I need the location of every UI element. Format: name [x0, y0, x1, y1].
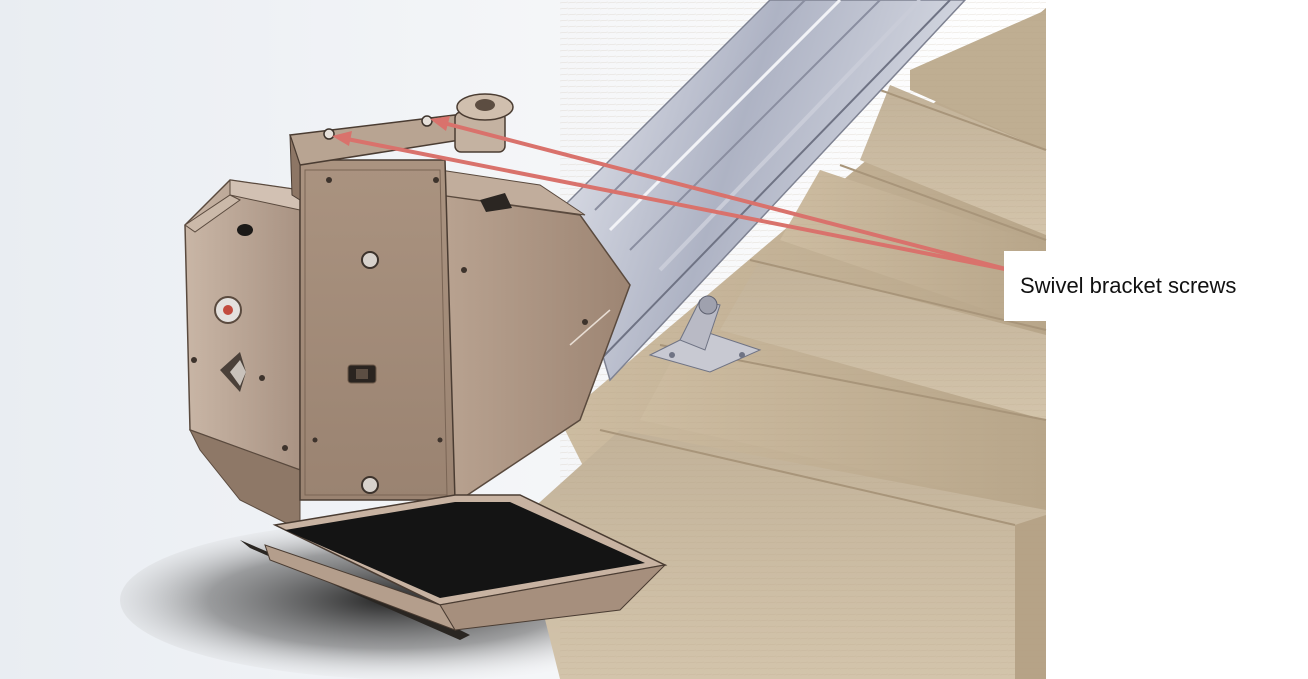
callout-label: Swivel bracket screws: [1004, 251, 1308, 321]
callout-arrows: [332, 116, 1011, 272]
arrow-to-rear-screw: [439, 120, 1011, 272]
arrowhead-rear-screw: [430, 116, 450, 131]
footrest: [240, 494, 668, 640]
carriage-housing: [184, 169, 631, 531]
swivel-bracket: [288, 93, 514, 201]
arrowhead-front-screw: [332, 131, 352, 146]
arrow-to-front-screw: [341, 136, 1011, 272]
stair-rail: [559, 0, 967, 382]
front-mounting-plate: [299, 159, 456, 501]
